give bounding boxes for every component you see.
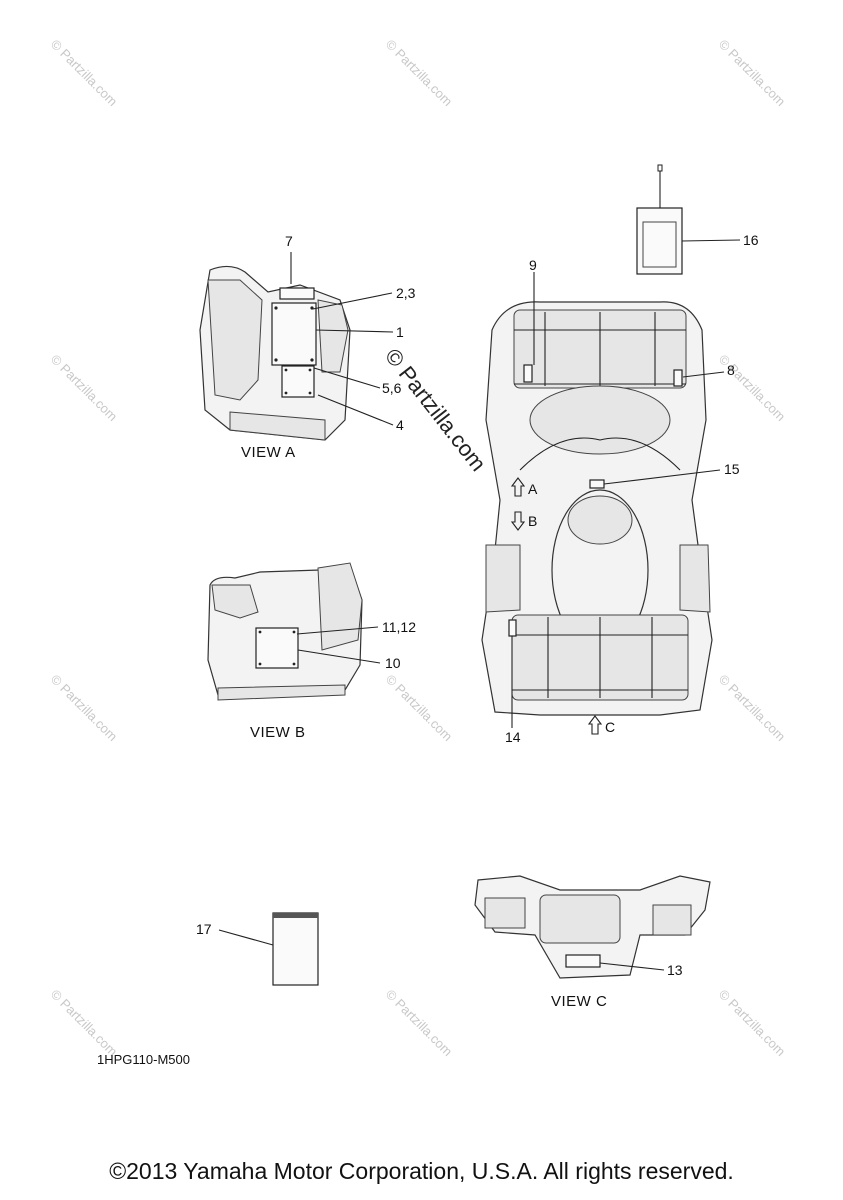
callout-4: 4 xyxy=(396,417,404,433)
arrow-b-label: B xyxy=(528,513,537,529)
view-arrow-a: A xyxy=(510,477,538,497)
view-c-label: VIEW C xyxy=(551,993,607,1010)
watermark-center: © Partzilla.com xyxy=(380,344,491,476)
callout-14: 14 xyxy=(505,729,521,745)
watermark: © Partzilla.com xyxy=(716,672,789,745)
watermark: © Partzilla.com xyxy=(716,37,789,110)
callout-2-3: 2,3 xyxy=(396,285,416,301)
view-b-label: VIEW B xyxy=(250,724,306,741)
view-a-fender xyxy=(199,265,351,441)
watermark: © Partzilla.com xyxy=(48,37,121,110)
watermark: © Partzilla.com xyxy=(48,672,121,745)
leader-13 xyxy=(599,962,665,971)
arrow-c-label: C xyxy=(605,719,615,735)
callout-15: 15 xyxy=(724,461,740,477)
view-a-label: VIEW A xyxy=(241,444,296,461)
callout-11-12: 11,12 xyxy=(382,619,416,635)
callout-10: 10 xyxy=(385,655,401,671)
watermark: © Partzilla.com xyxy=(716,987,789,1060)
watermark: © Partzilla.com xyxy=(383,987,456,1060)
sheet-17 xyxy=(218,912,319,986)
callout-5-6: 5,6 xyxy=(382,380,402,396)
diagram-code: 1HPG110-M500 xyxy=(97,1052,190,1067)
watermark: © Partzilla.com xyxy=(48,352,121,425)
callout-7: 7 xyxy=(285,233,293,249)
view-c-rear xyxy=(474,875,711,979)
view-b-leaders xyxy=(296,626,381,664)
view-arrow-b: B xyxy=(510,511,537,531)
tag-16 xyxy=(636,164,741,275)
watermark: © Partzilla.com xyxy=(48,987,121,1060)
copyright-notice: ©2013 Yamaha Motor Corporation, U.S.A. A… xyxy=(109,1158,734,1184)
callout-9: 9 xyxy=(529,257,537,273)
callout-8: 8 xyxy=(727,362,735,378)
view-a-leaders xyxy=(290,252,394,426)
callout-17: 17 xyxy=(196,921,212,937)
view-arrow-c: C xyxy=(587,715,615,735)
atv-top-view xyxy=(481,301,713,716)
callout-1: 1 xyxy=(396,324,404,340)
view-b-fender xyxy=(207,562,363,701)
atv-leaders xyxy=(511,272,725,728)
arrow-a-label: A xyxy=(528,481,538,497)
callout-13: 13 xyxy=(667,962,683,978)
watermark: © Partzilla.com xyxy=(383,672,456,745)
callout-16: 16 xyxy=(743,232,759,248)
watermark: © Partzilla.com xyxy=(383,37,456,110)
